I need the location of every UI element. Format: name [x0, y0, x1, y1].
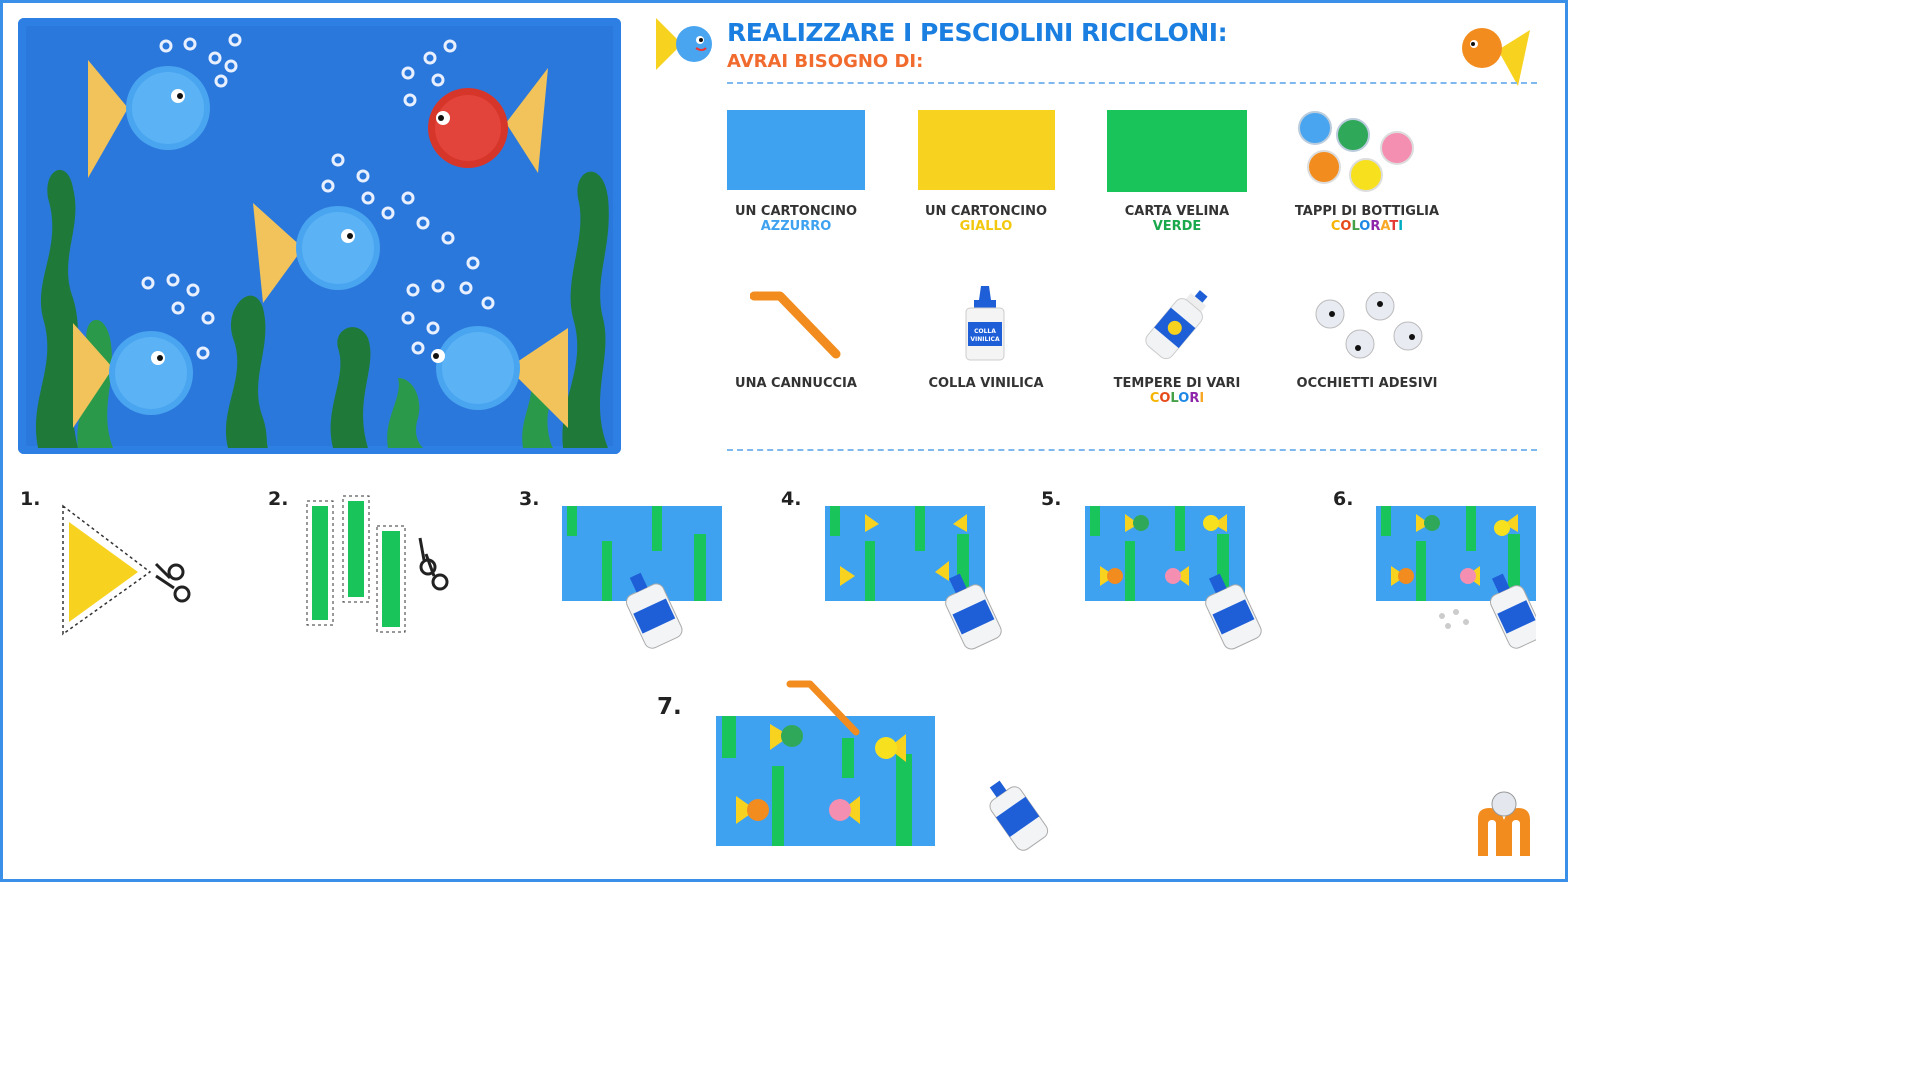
step-number-6: 6. [1333, 488, 1354, 510]
glue-bottle-icon: COLLA VINILICA [965, 286, 1005, 361]
step-4-glue-fins [825, 506, 1002, 650]
step-number-7: 7. [657, 694, 682, 720]
material-googly-eyes: OCCHIETTI ADESIVI [1296, 376, 1438, 391]
step-number-1: 1. [20, 488, 41, 510]
page-title: REALIZZARE I PESCIOLINI RICICLONI: [727, 18, 1228, 47]
step-number-4: 4. [781, 488, 802, 510]
material-bottle-caps: TAPPI DI BOTTIGLIA COLORATI [1282, 204, 1452, 234]
svg-text:COLLA: COLLA [974, 328, 996, 335]
blue-card-icon [727, 110, 865, 190]
bottle-caps-icon [1298, 111, 1414, 192]
divider-bottom [727, 449, 1537, 451]
material-straw: UNA CANNUCCIA [735, 376, 857, 391]
step-number-2: 2. [268, 488, 289, 510]
googly-eyes-icon [1315, 292, 1423, 359]
step-number-3: 3. [519, 488, 540, 510]
step-1-cut-triangle [62, 504, 191, 636]
svg-text:VINILICA: VINILICA [970, 336, 1000, 343]
step-2-cut-strips [306, 495, 449, 633]
finished-craft-photo [18, 18, 621, 454]
step-3-glue-seaweed [562, 506, 722, 649]
straw-icon [750, 291, 841, 359]
material-green-tissue: CARTA VELINA VERDE [1124, 204, 1230, 234]
paint-bottle-icon [1145, 290, 1208, 360]
material-paint: TEMPERE DI VARI COLORI [1092, 376, 1262, 406]
step-7-blow-bubbles [716, 680, 1049, 851]
rainbow-word: COLORI [1149, 391, 1205, 406]
scissors-icon [154, 562, 191, 603]
yellow-card-icon [918, 110, 1055, 190]
step-number-5: 5. [1041, 488, 1062, 510]
blue-fish-icon [656, 18, 712, 70]
material-blue-card: UN CARTONCINO AZZURRO [734, 204, 858, 234]
material-yellow-card: UN CARTONCINO GIALLO [924, 204, 1048, 234]
brand-logo-icon [1478, 791, 1530, 856]
orange-fish-icon [1462, 28, 1530, 86]
rainbow-word: COLORATI [1330, 219, 1404, 234]
divider-top [727, 82, 1537, 84]
step-6-glue-eyes [1376, 506, 1536, 649]
page-subtitle: AVRAI BISOGNO DI: [727, 51, 924, 72]
step-5-glue-caps [1085, 506, 1262, 650]
green-tissue-icon [1107, 110, 1247, 192]
material-glue: COLLA VINILICA [928, 376, 1044, 391]
